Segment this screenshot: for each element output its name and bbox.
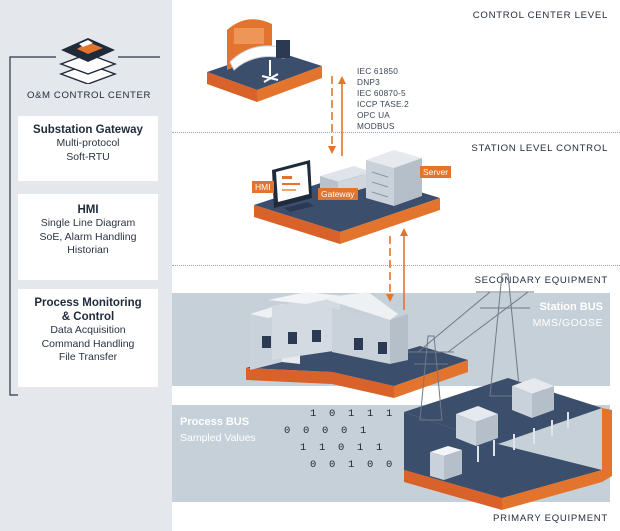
station-bus-title: Station BUS xyxy=(539,301,603,313)
protocol-label: ICCP TASE.2 xyxy=(357,99,410,109)
primary-equipment-platform xyxy=(404,378,612,510)
bit-row: 0 0 1 0 0 xyxy=(310,459,396,471)
level-label-control-center: CONTROL CENTER LEVEL xyxy=(472,10,608,21)
transformers-icon xyxy=(456,378,554,446)
protocol-label: OPC UA xyxy=(357,110,391,120)
box-line: File Transfer xyxy=(58,351,118,363)
process-bus-title: Process BUS xyxy=(180,416,250,428)
substation-gateway-box: Substation Gateway Multi-protocol Soft-R… xyxy=(18,116,158,181)
secondary-equipment-platform xyxy=(246,346,468,398)
layers-logo-icon xyxy=(58,38,118,84)
level-divider xyxy=(172,132,620,133)
bidirectional-arrows-mid xyxy=(386,228,408,310)
server-tag: Server xyxy=(420,166,452,178)
box-line: Data Acquisition xyxy=(50,324,126,336)
hmi-title: HMI xyxy=(77,204,99,216)
protocol-label: IEC 60870-5 xyxy=(357,88,406,98)
process-monitoring-title: Process Monitoring xyxy=(34,297,142,309)
bit-row: 1 1 0 1 1 xyxy=(300,442,386,454)
level-label-primary: PRIMARY EQUIPMENT xyxy=(493,513,608,524)
hmi-monitor-icon xyxy=(272,160,314,212)
box-line: Multi-protocol xyxy=(56,137,120,149)
field-cabinet-icon xyxy=(430,446,462,480)
box-line: Historian xyxy=(67,244,109,256)
control-cabinets-icon xyxy=(250,292,408,370)
station-bus-subtitle: MMS/GOOSE xyxy=(532,317,603,329)
control-center-platform xyxy=(207,50,322,102)
gateway-tag: Gateway xyxy=(318,188,358,200)
protocol-label: DNP3 xyxy=(357,77,380,87)
bit-row: 0 0 0 0 1 xyxy=(284,425,370,437)
level-label-secondary: SECONDARY EQUIPMENT xyxy=(474,275,608,286)
substation-illustration xyxy=(207,19,612,510)
box-line: Single Line Diagram xyxy=(40,217,136,229)
protocol-label: IEC 61850 xyxy=(357,66,399,76)
process-monitoring-box: Process Monitoring & Control Data Acquis… xyxy=(18,289,158,387)
level-label-station: STATION LEVEL CONTROL xyxy=(471,143,608,154)
bit-row: 1 0 1 1 1 xyxy=(310,408,396,420)
bidirectional-arrows-top xyxy=(328,76,346,156)
box-line: Command Handling xyxy=(41,337,135,350)
box-line: SoE, Alarm Handling xyxy=(39,230,137,243)
om-control-center-title: O&M CONTROL CENTER xyxy=(27,90,151,101)
protocol-label: MODBUS xyxy=(357,121,395,131)
hmi-box: HMI Single Line Diagram SoE, Alarm Handl… xyxy=(18,194,158,280)
box-line: Soft-RTU xyxy=(66,150,110,163)
om-bracket-lines xyxy=(9,56,160,396)
process-monitoring-title-2: & Control xyxy=(61,311,115,323)
server-rack-icon xyxy=(366,150,422,206)
level-divider xyxy=(172,265,620,266)
switchgear-posts-icon xyxy=(477,412,569,462)
substation-gateway-title: Substation Gateway xyxy=(33,124,143,136)
operator-desk-icon xyxy=(227,19,290,83)
process-bus-subtitle: Sampled Values xyxy=(180,432,256,444)
hmi-tag: HMI xyxy=(252,181,274,193)
